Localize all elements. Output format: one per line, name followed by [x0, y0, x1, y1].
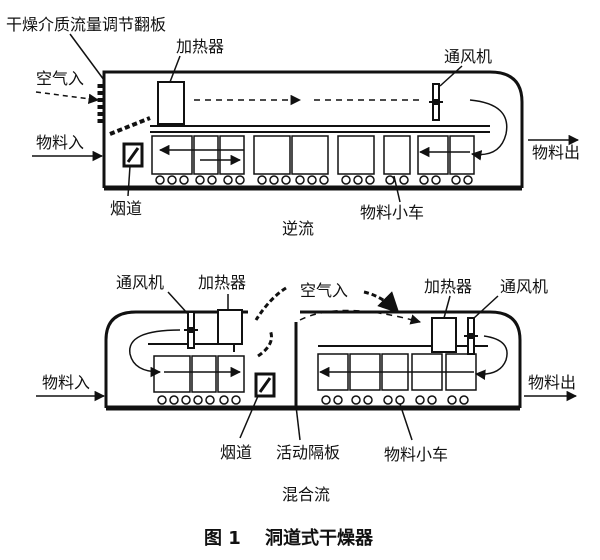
top-heater-leader: [169, 55, 181, 83]
top-fan-label: 通风机: [444, 47, 492, 66]
top-recirc-arrow: [469, 99, 508, 161]
top-heater-label: 加热器: [176, 37, 224, 56]
bottom-left-fan-icon: [184, 311, 198, 349]
bottom-cart-wheels: [157, 395, 469, 405]
counterflow-dryer: 干燥介质流量调节翻板 加热器 通风机 空气入 物料入 物料出 烟道 物料小车 逆…: [6, 15, 580, 238]
partition-leader: [295, 405, 301, 441]
bottom-material-out-label: 物料出: [528, 373, 576, 392]
bottom-right-heater-label: 加热器: [424, 277, 472, 296]
top-mode-label: 逆流: [282, 219, 314, 238]
bottom-material-in-label: 物料入: [42, 373, 90, 392]
top-cart-row: [151, 135, 475, 175]
bottom-partition-label: 活动隔板: [276, 443, 340, 462]
bottom-right-fan-leader: [473, 295, 499, 319]
bottom-cart-row: [153, 353, 477, 393]
bottom-air-inlet-left: [254, 286, 287, 321]
bottom-left-recirc-arrow: [129, 329, 181, 378]
bottom-left-fan-label: 通风机: [116, 273, 164, 292]
top-material-in-label: 物料入: [36, 133, 84, 152]
top-tunnel-housing: [102, 70, 524, 188]
bottom-right-fan-label: 通风机: [500, 277, 548, 296]
bottom-right-fan-icon: [464, 317, 478, 355]
top-cart-label: 物料小车: [360, 203, 424, 222]
bottom-mode-label: 混合流: [282, 485, 330, 504]
top-flue-leader: [127, 165, 131, 197]
bottom-right-heater-icon: [431, 317, 457, 353]
bottom-right-heater-leader: [443, 295, 451, 319]
bottom-air-path-left: [257, 329, 273, 358]
top-air-in-arrow: [35, 91, 100, 104]
bottom-air-path-right: [299, 309, 422, 325]
bottom-air-in-label: 空气入: [300, 281, 348, 300]
bottom-flue-leader: [239, 395, 259, 439]
top-fan-icon: [429, 83, 443, 121]
bottom-flue-icon: [254, 372, 276, 398]
top-air-in-label: 空气入: [36, 69, 84, 88]
bottom-left-heater-label: 加热器: [198, 273, 246, 292]
bottom-tunnel-housing: [104, 310, 522, 408]
bottom-left-fan-leader: [167, 291, 189, 315]
top-fan-leader: [439, 65, 463, 87]
top-cart-leader: [393, 175, 401, 203]
top-heater-icon: [157, 81, 185, 125]
bottom-left-heater-icon: [217, 309, 243, 345]
bottom-air-inlet-right: [363, 290, 400, 314]
bottom-flue-label: 烟道: [220, 443, 252, 462]
figure-caption: 图 1 洞道式干燥器: [204, 527, 374, 549]
top-cart-wheels: [155, 175, 473, 185]
top-flue-label: 烟道: [110, 199, 142, 218]
top-material-out-label: 物料出: [532, 143, 580, 162]
damper-leader: [69, 33, 105, 81]
damper-label: 干燥介质流量调节翻板: [6, 15, 166, 34]
bottom-right-recirc-arrow: [474, 335, 508, 381]
bottom-cart-label: 物料小车: [384, 445, 448, 464]
top-flue-icon: [122, 142, 144, 168]
mixed-flow-dryer: 通风机 加热器 空气入 加热器 通风机 物料入 物料出 烟道 活动隔板 物料小车…: [36, 273, 578, 504]
damper-hatch: [109, 116, 151, 136]
bottom-cart-leader: [399, 403, 413, 441]
